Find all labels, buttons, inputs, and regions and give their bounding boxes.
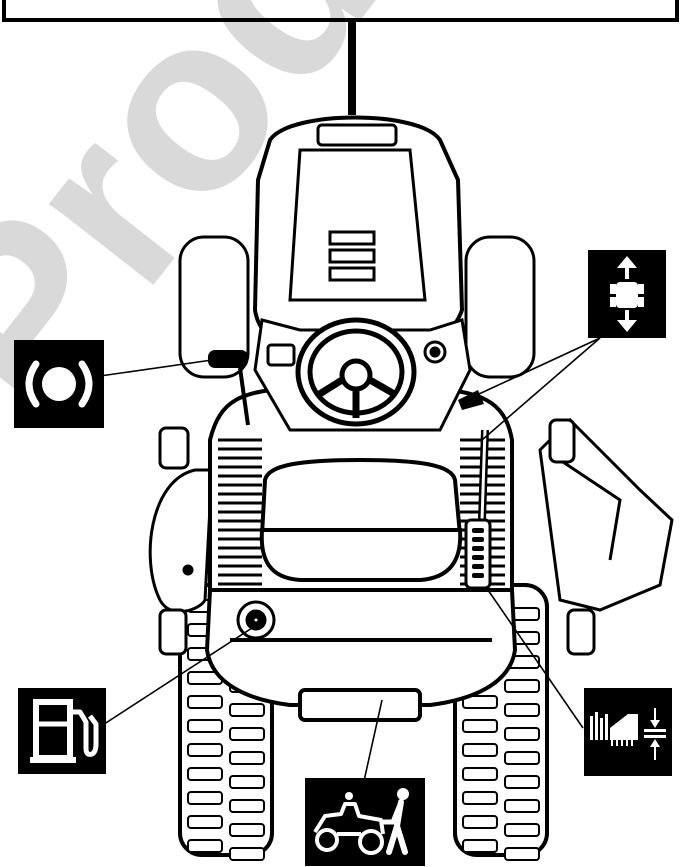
rear-bumper	[204, 588, 518, 722]
rear-tire-right	[464, 235, 536, 379]
cutting-height-gate	[464, 518, 492, 590]
seat	[259, 457, 463, 582]
cutting-height-icon	[584, 688, 672, 776]
top-frame	[2, 0, 679, 115]
mower-deck-left	[148, 426, 214, 656]
parking-brake-icon	[14, 340, 104, 428]
parking-brake-lever	[208, 350, 250, 426]
leader-lines	[85, 337, 601, 791]
fuel-icon	[18, 688, 106, 774]
fuel-cap	[236, 600, 276, 640]
hood	[252, 115, 465, 347]
steering-wheel	[295, 317, 417, 427]
push-tractor-icon	[305, 778, 425, 866]
discharge-chute	[538, 417, 674, 656]
deck-lift-icon	[588, 250, 666, 338]
rear-tire-left	[178, 235, 250, 379]
